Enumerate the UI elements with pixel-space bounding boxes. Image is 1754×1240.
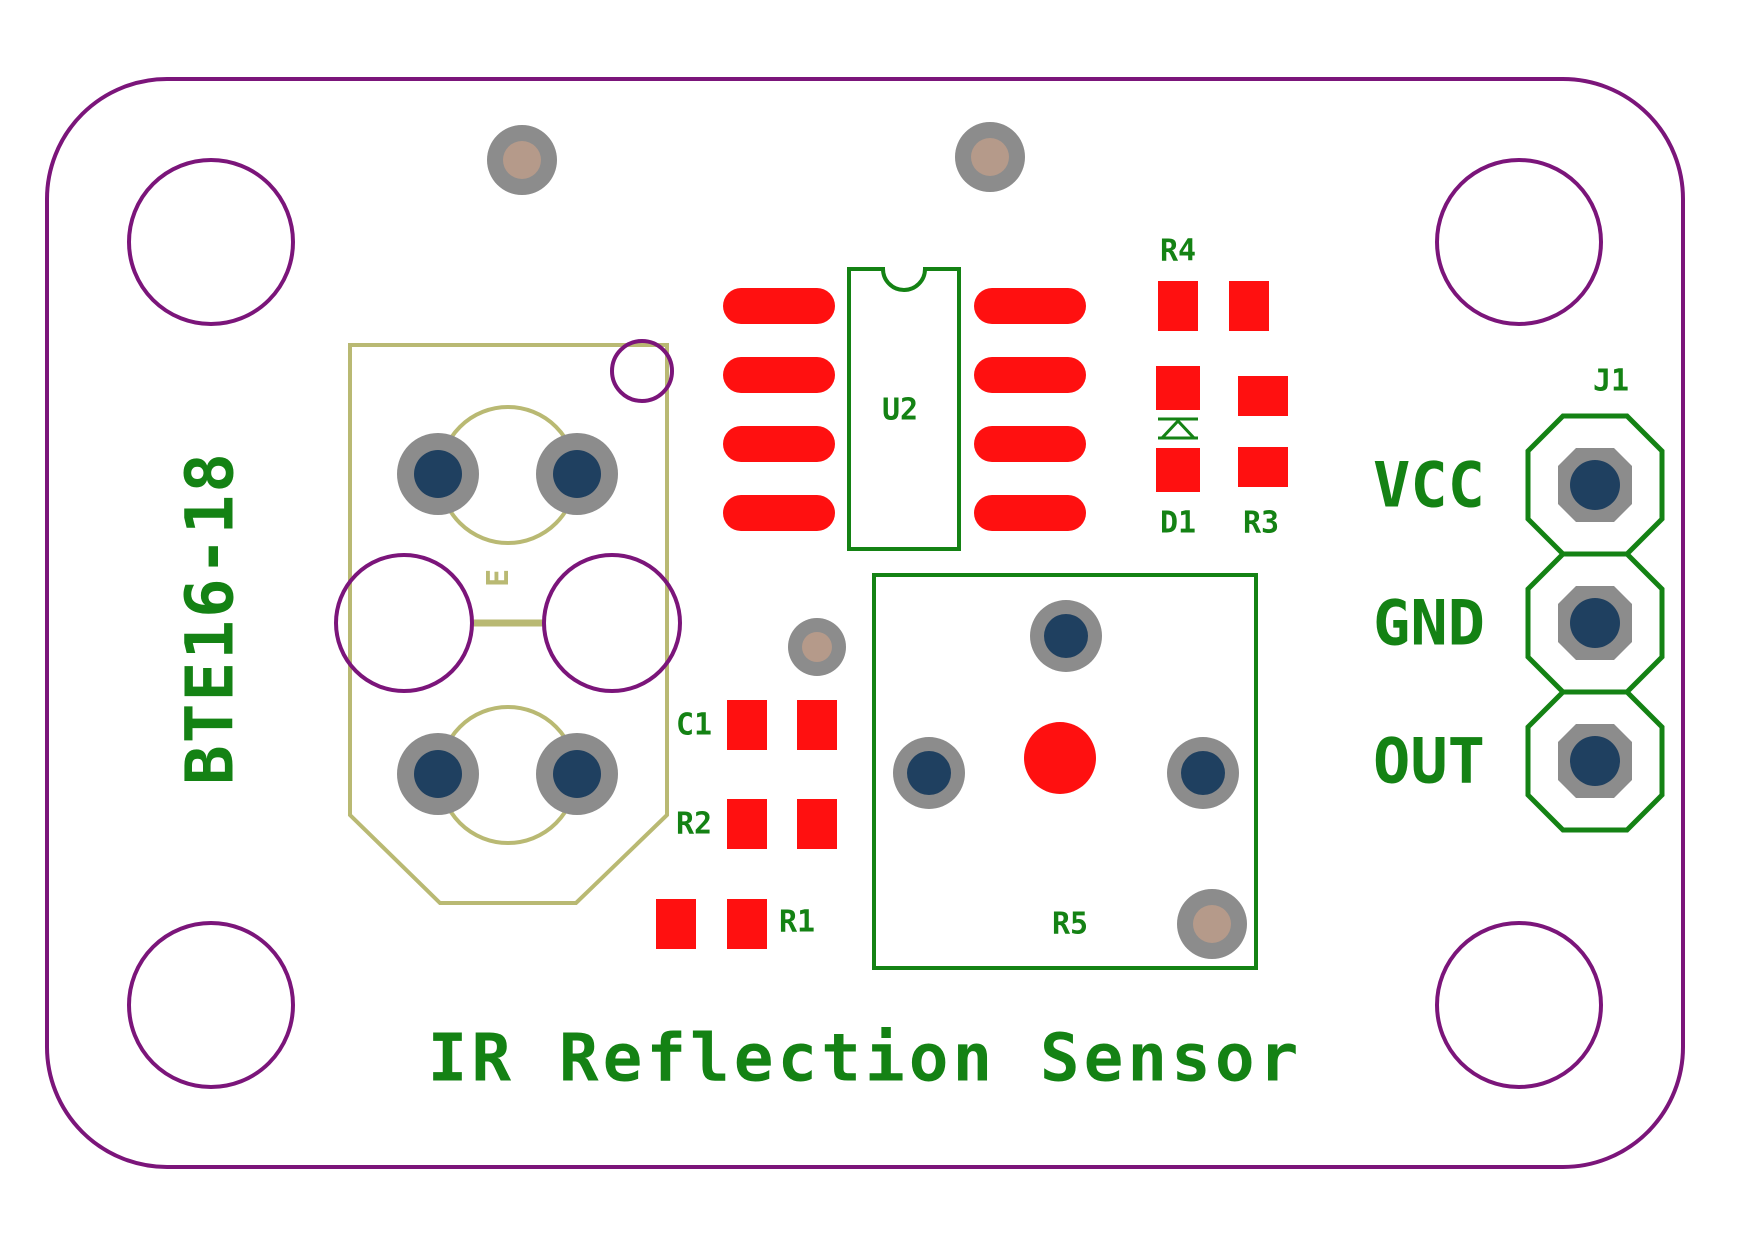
board-title: IR Reflection Sensor	[428, 1020, 1303, 1097]
r4-label: R4	[1160, 234, 1196, 269]
r4-pad-2	[1229, 281, 1269, 331]
j1-connector: J1 VCC GND OUT	[1373, 364, 1665, 833]
board-name-label: BTE16-18	[172, 451, 249, 785]
r3-pad-1	[1238, 376, 1288, 416]
r5-pad-right	[1167, 737, 1239, 809]
r1-resistor: R1	[656, 899, 815, 949]
u2-pad-1	[723, 288, 835, 324]
r2-label: R2	[676, 807, 712, 842]
r5-via	[1177, 889, 1247, 959]
mounting-hole-bottom-right	[1435, 921, 1603, 1089]
c1-pad-2	[797, 700, 837, 750]
ir-sensor-ref-label: E	[481, 569, 516, 587]
c1-label: C1	[676, 708, 712, 743]
r1-pad-2	[727, 899, 767, 949]
r5-label: R5	[1052, 907, 1088, 942]
r3-pad-2	[1238, 447, 1288, 487]
u2-label: U2	[882, 393, 918, 428]
u2-ic: U2	[723, 267, 1086, 551]
c1-capacitor: C1	[676, 700, 837, 750]
d1-diode: D1	[1156, 366, 1200, 541]
u2-pad-4	[723, 495, 835, 531]
ir-sensor-hole-right	[542, 553, 682, 693]
r5-outline	[872, 573, 1258, 970]
u2-pad-3	[723, 426, 835, 462]
d1-pad-1	[1156, 366, 1200, 410]
board-outline	[45, 77, 1685, 1169]
via-top-left	[487, 125, 557, 195]
j1-pin-3-pad	[1558, 724, 1632, 798]
j1-label: J1	[1593, 364, 1629, 399]
pin-label-out: OUT	[1373, 725, 1485, 798]
u2-pad-5	[974, 495, 1086, 531]
r5-wiper-pad	[1024, 722, 1096, 794]
r1-pad-1	[656, 899, 696, 949]
c1-pad-1	[727, 700, 767, 750]
ir-sensor-hole-left	[334, 553, 474, 693]
u2-pad-8	[974, 288, 1086, 324]
d1-pad-2	[1156, 448, 1200, 492]
j1-pin-3-outline	[1525, 689, 1665, 833]
via-top-right	[955, 122, 1025, 192]
u2-pad-2	[723, 357, 835, 393]
ir-sensor-pad-1	[397, 433, 479, 515]
u2-pad-7	[974, 357, 1086, 393]
r4-resistor: R4	[1158, 234, 1269, 331]
d1-label: D1	[1160, 506, 1196, 541]
via-middle	[788, 618, 846, 676]
r3-label: R3	[1243, 506, 1279, 541]
r5-trimmer: R5	[872, 573, 1258, 970]
u2-pad-6	[974, 426, 1086, 462]
pin-label-vcc: VCC	[1373, 449, 1485, 522]
ir-sensor-outline	[348, 343, 669, 905]
ir-sensor-footprint: E	[334, 339, 682, 905]
ir-sensor-orientation-mark	[610, 339, 674, 403]
r2-pad-2	[797, 799, 837, 849]
ir-sensor-pad-4	[536, 733, 618, 815]
mounting-hole-top-right	[1435, 158, 1603, 326]
r5-pad-left	[893, 737, 965, 809]
r3-resistor: R3	[1238, 376, 1288, 541]
mounting-hole-top-left	[127, 158, 295, 326]
j1-pin-1-pad	[1558, 448, 1632, 522]
r1-label: R1	[779, 905, 815, 940]
r2-resistor: R2	[676, 799, 837, 849]
pin-label-gnd: GND	[1373, 587, 1485, 660]
mounting-hole-bottom-left	[127, 921, 295, 1089]
diode-symbol-icon	[1158, 417, 1198, 440]
r5-pad-top	[1030, 600, 1102, 672]
ir-sensor-pad-2	[536, 433, 618, 515]
u2-body-outline	[847, 267, 961, 551]
j1-pin-2-pad	[1558, 586, 1632, 660]
ir-sensor-pad-3	[397, 733, 479, 815]
r2-pad-1	[727, 799, 767, 849]
r4-pad-1	[1158, 281, 1198, 331]
